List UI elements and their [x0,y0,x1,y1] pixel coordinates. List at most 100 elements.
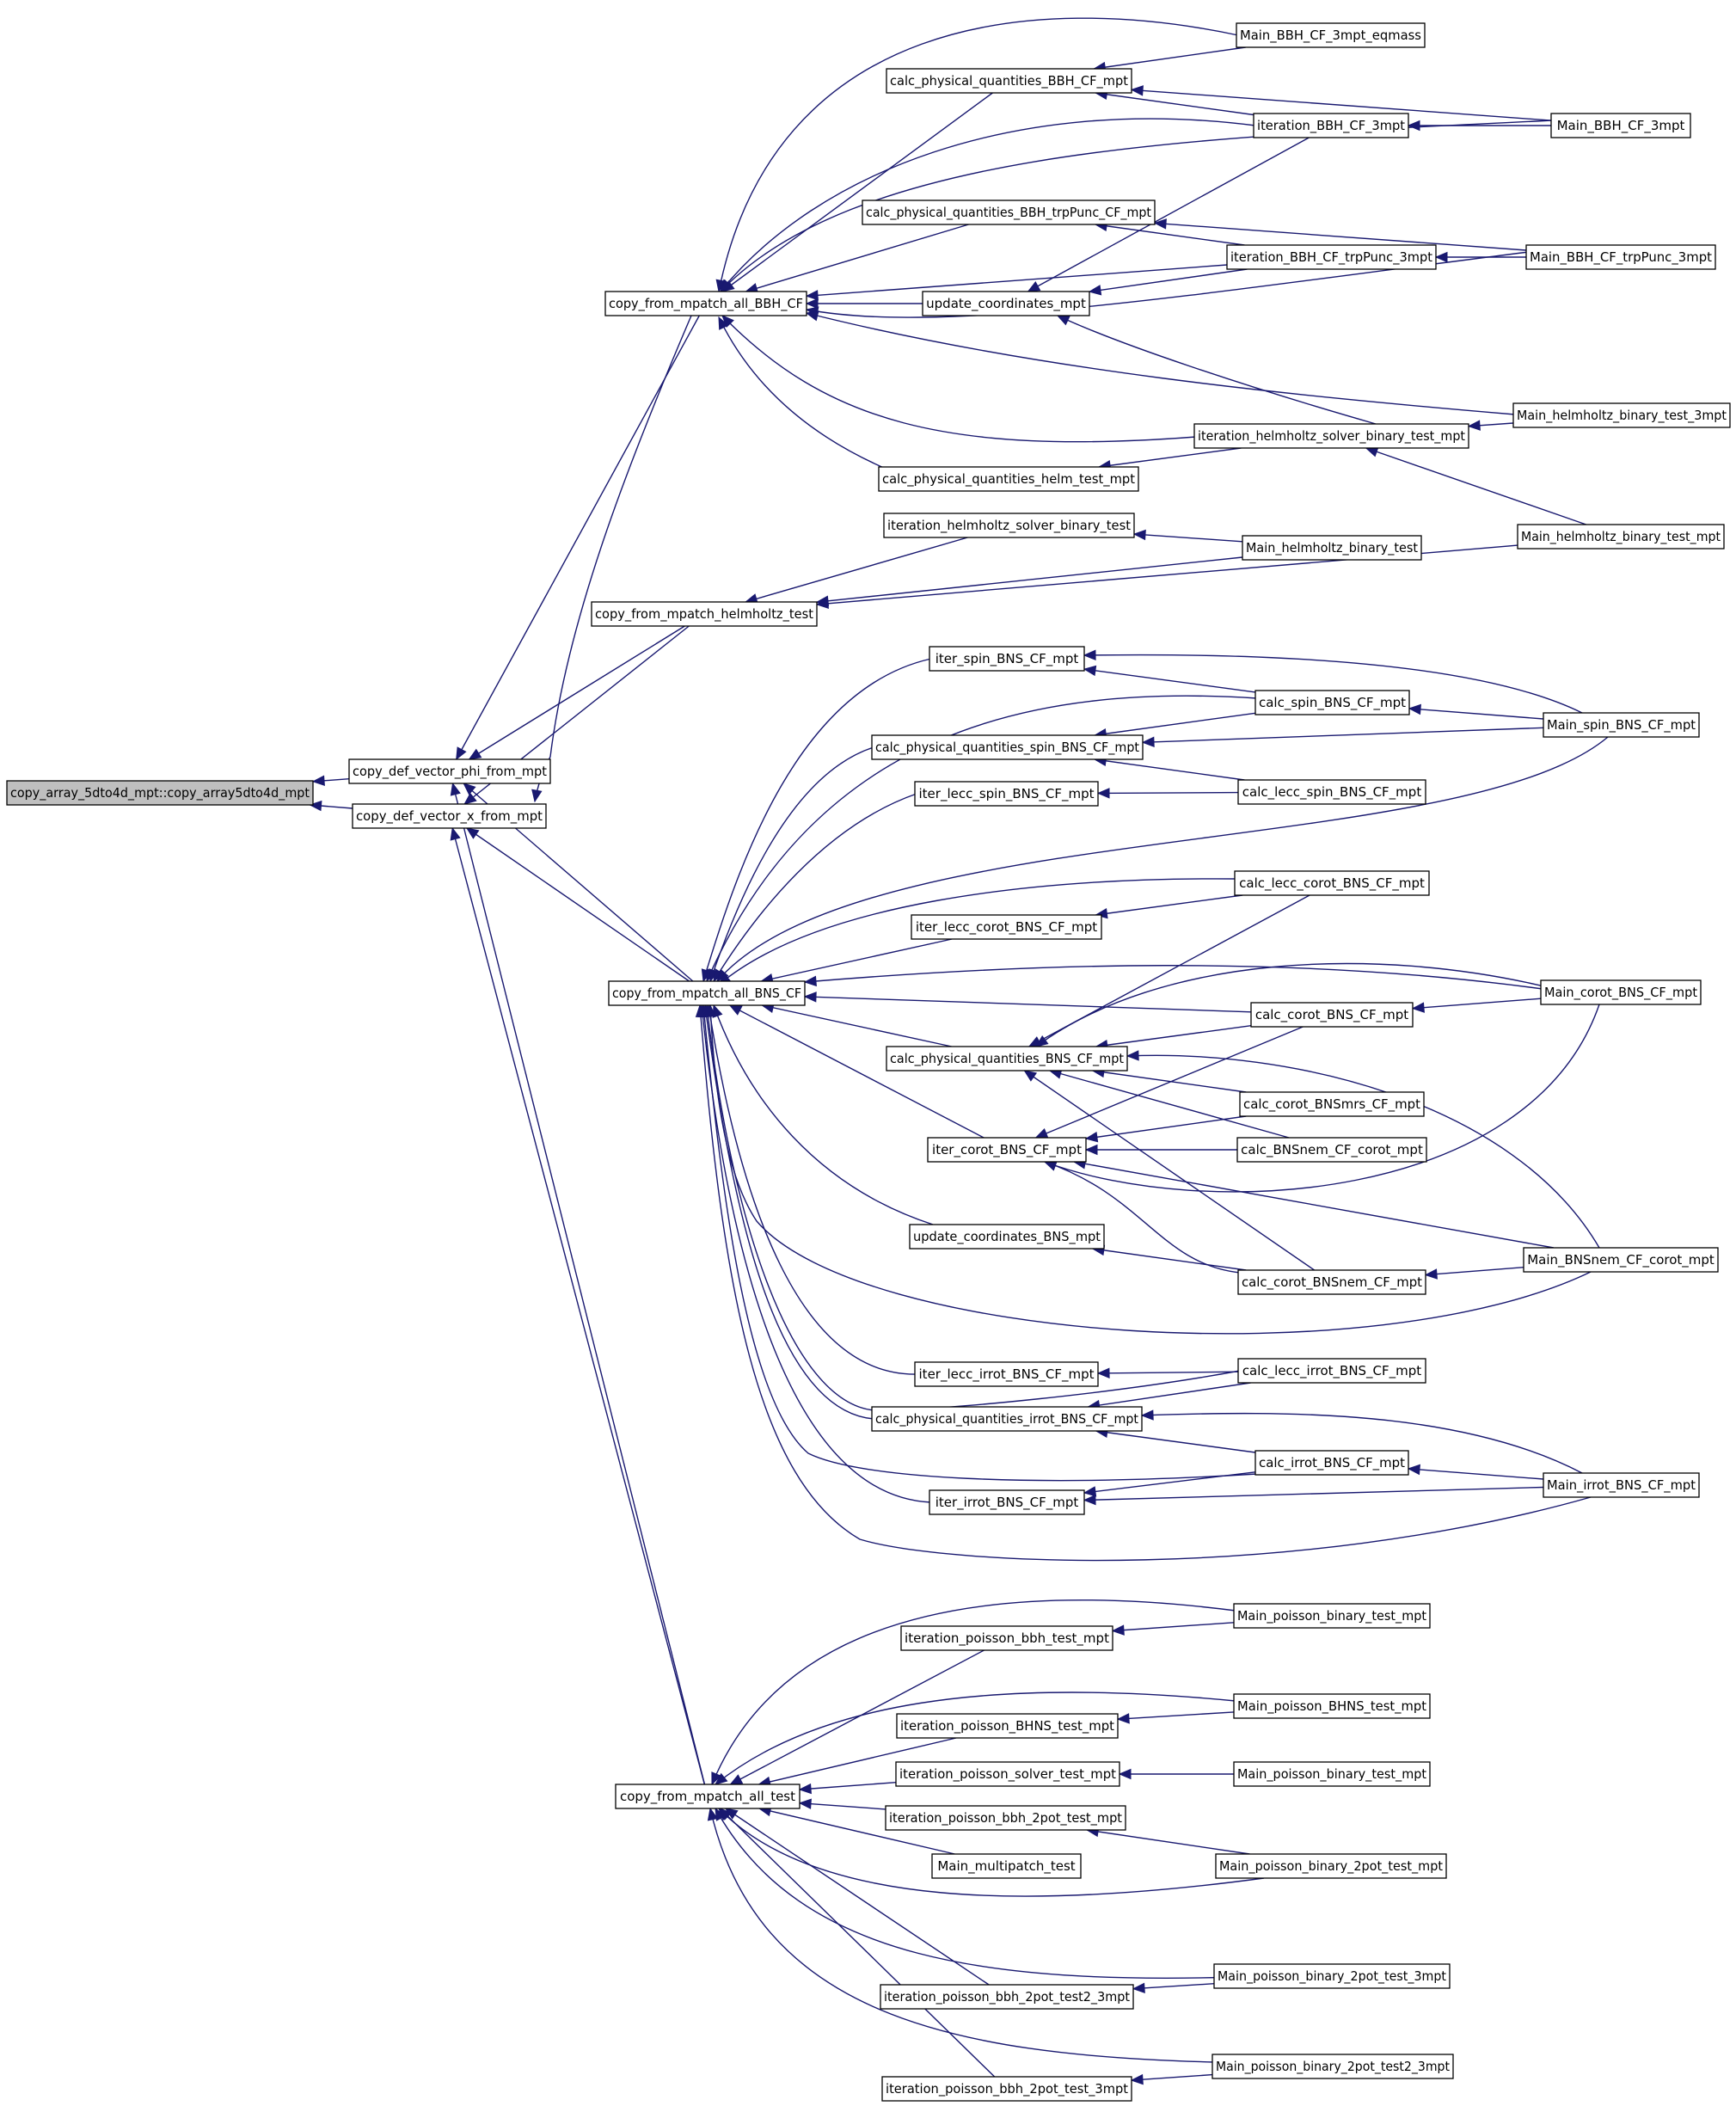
call-edge [709,746,874,983]
node-it-pbbh2[interactable]: iteration_poisson_bbh_2pot_test_mpt [885,1805,1126,1831]
node-bns[interactable]: copy_from_mpatch_all_BNS_CF [608,980,806,1006]
node-it-pbbh2-3[interactable]: iteration_poisson_bbh_2pot_test_3mpt [881,2076,1132,2102]
node-main-bbh[interactable]: Main_BBH_CF_3mpt [1550,113,1691,138]
call-edge [711,1599,1236,1786]
node-box [862,200,1156,225]
node-iter-lecc-irrot[interactable]: iter_lecc_irrot_BNS_CF_mpt [914,1361,1099,1387]
node-calc-spin[interactable]: calc_spin_BNS_CF_mpt [1254,690,1410,715]
edge-arrowhead [1153,218,1167,230]
node-label: copy_array_5dto4d_mpt::copy_array5dto4d_… [10,785,310,801]
node-box [878,466,1139,492]
node-main-pbin1[interactable]: Main_poisson_binary_test_mpt [1233,1603,1431,1629]
node-label: iter_lecc_corot_BNS_CF_mpt [916,919,1097,936]
node-it-bbh[interactable]: iteration_BBH_CF_3mpt [1253,113,1409,138]
node-box [1234,870,1430,896]
edge-line [1044,1004,1600,1193]
node-main-pbhns[interactable]: Main_poisson_BHNS_test_mpt [1233,1693,1431,1719]
edge-arrowhead [815,598,829,610]
call-edge [1084,1115,1247,1143]
node-it-psolver[interactable]: iteration_poisson_solver_test_mpt [895,1761,1120,1787]
node-upd-bns[interactable]: update_coordinates_BNS_mpt [909,1224,1105,1249]
node-box [1242,535,1422,561]
node-cpq-bbh-trp[interactable]: calc_physical_quantities_BBH_trpPunc_CF_… [862,200,1156,225]
node-cpq-irrot[interactable]: calc_physical_quantities_irrot_BNS_CF_mp… [871,1406,1143,1432]
edge-arrowhead [1118,1768,1132,1780]
node-calc-corot-nem[interactable]: calc_corot_BNSnem_CF_mpt [1237,1269,1426,1295]
node-x[interactable]: copy_def_vector_x_from_mpt [352,803,547,829]
call-edge [1407,120,1551,132]
node-cpq-bns[interactable]: calc_physical_quantities_BNS_CF_mpt [886,1046,1128,1071]
edge-line [725,1808,990,1986]
call-edge [815,556,1243,606]
node-box [1226,244,1437,270]
node-main-irrot[interactable]: Main_irrot_BNS_CF_mpt [1543,1472,1700,1498]
node-main-bbh-trp[interactable]: Main_BBH_CF_trpPunc_3mpt [1525,244,1716,270]
node-label: iteration_poisson_bbh_2pot_test2_3mpt [884,1989,1130,2005]
node-calc-irrot[interactable]: calc_irrot_BNS_CF_mpt [1254,1450,1409,1476]
node-label: iteration_poisson_bbh_test_mpt [905,1630,1109,1647]
edge-arrowhead [803,975,817,987]
edge-line [709,1004,1592,1335]
edge-line [715,1808,1265,1979]
node-helm[interactable]: copy_from_mpatch_helmholtz_test [591,601,818,627]
node-label: Main_BNSnem_CF_corot_mpt [1527,1252,1715,1268]
node-cpq-helm[interactable]: calc_physical_quantities_helm_test_mpt [878,466,1139,492]
node-calc-lecc-irrot[interactable]: calc_lecc_irrot_BNS_CF_mpt [1237,1358,1426,1384]
call-edge [450,782,706,1785]
node-calc-corot[interactable]: calc_corot_BNS_CF_mpt [1250,1002,1414,1028]
node-main-helm3[interactable]: Main_helmholtz_binary_test_3mpt [1512,402,1731,428]
node-root[interactable]: copy_array_5dto4d_mpt::copy_array5dto4d_… [6,780,314,806]
edge-line [718,316,912,480]
node-iter-irrot[interactable]: iter_irrot_BNS_CF_mpt [929,1489,1085,1515]
node-cpq-spin[interactable]: calc_physical_quantities_spin_BNS_CF_mpt [871,734,1144,760]
node-main-p2pot-t2[interactable]: Main_poisson_binary_2pot_test2_3mpt [1212,2054,1454,2079]
node-it-helm[interactable]: iteration_helmholtz_solver_binary_test [883,513,1135,538]
node-upd[interactable]: update_coordinates_mpt [922,291,1090,316]
node-main-p2pot3[interactable]: Main_poisson_binary_2pot_test_3mpt [1213,1963,1451,1989]
node-main-corot[interactable]: Main_corot_BNS_CF_mpt [1540,979,1702,1005]
edge-line [1089,268,1248,292]
call-edge [1091,1244,1247,1271]
node-label: Main_poisson_binary_test_mpt [1237,1608,1426,1624]
node-calc-nem-corot[interactable]: calc_BNSnem_CF_corot_mpt [1236,1137,1427,1163]
edge-arrowhead [1083,665,1097,677]
node-main-spin[interactable]: Main_spin_BNS_CF_mpt [1543,712,1700,738]
node-main-multi[interactable]: Main_multipatch_test [931,1853,1082,1879]
node-bbh[interactable]: copy_from_mpatch_all_BBH_CF [604,291,807,316]
node-main-helm[interactable]: Main_helmholtz_binary_test [1242,535,1422,561]
node-it-helm-mpt[interactable]: iteration_helmholtz_solver_binary_test_m… [1193,423,1469,449]
edge-arrowhead [1084,1131,1099,1143]
node-calc-lecc-spin[interactable]: calc_lecc_spin_BNS_CF_mpt [1237,779,1426,805]
node-label: iter_irrot_BNS_CF_mpt [935,1495,1079,1511]
edge-arrowhead [1141,736,1155,748]
call-edge [1132,529,1243,543]
node-main-p2pot[interactable]: Main_poisson_binary_2pot_test_mpt [1215,1853,1447,1879]
node-label: iteration_BBH_CF_trpPunc_3mpt [1230,249,1432,266]
node-iter-corot[interactable]: iter_corot_BNS_CF_mpt [927,1137,1087,1163]
node-label: calc_irrot_BNS_CF_mpt [1259,1455,1405,1471]
node-main-bbh-eq[interactable]: Main_BBH_CF_3mpt_eqmass [1236,22,1426,48]
node-calc-lecc-corot[interactable]: calc_lecc_corot_BNS_CF_mpt [1234,870,1430,896]
node-main-nem[interactable]: Main_BNSnem_CF_corot_mpt [1523,1247,1719,1273]
node-iter-spin[interactable]: iter_spin_BNS_CF_mpt [929,646,1085,672]
edge-line [1425,1267,1524,1276]
node-label: calc_physical_quantities_BBH_CF_mpt [890,73,1128,89]
node-main-helm-mpt[interactable]: Main_helmholtz_binary_test_mpt [1517,524,1725,550]
node-iter-lecc-corot[interactable]: iter_lecc_corot_BNS_CF_mpt [911,914,1102,940]
node-test[interactable]: copy_from_mpatch_all_test [615,1784,801,1809]
node-it-pbhns[interactable]: iteration_poisson_BHNS_test_mpt [896,1713,1119,1739]
node-box [1540,979,1702,1005]
edge-arrowhead [463,783,476,795]
edge-line [1095,224,1245,246]
node-phi[interactable]: copy_def_vector_phi_from_mpt [348,758,551,784]
node-it-bbh-trp[interactable]: iteration_BBH_CF_trpPunc_3mpt [1226,244,1437,270]
node-iter-lecc-spin[interactable]: iter_lecc_spin_BNS_CF_mpt [914,781,1099,807]
node-cpq-bbh[interactable]: calc_physical_quantities_BBH_CF_mpt [886,68,1132,94]
edge-line [1132,1983,1215,1990]
node-calc-corot-mrs[interactable]: calc_corot_BNSmrs_CF_mpt [1239,1091,1425,1117]
node-it-pbbh[interactable]: iteration_poisson_bbh_test_mpt [900,1625,1113,1651]
node-main-pbin2[interactable]: Main_poisson_binary_test_mpt [1233,1761,1431,1787]
node-it-pbbh2-t2[interactable]: iteration_poisson_bbh_2pot_test2_3mpt [880,1984,1134,2010]
edge-arrowhead [1083,1494,1096,1506]
edge-arrowhead [1111,1624,1125,1636]
